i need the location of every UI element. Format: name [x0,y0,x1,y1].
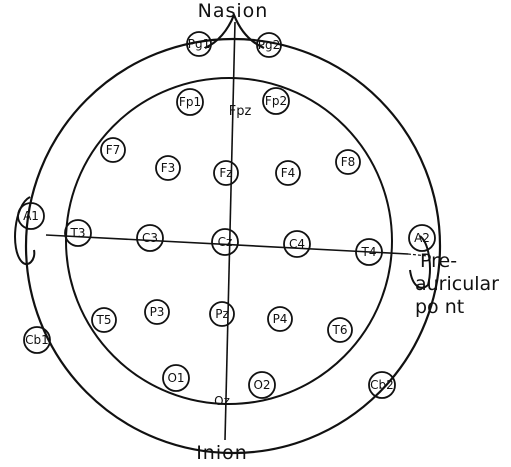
oz-label: Oz [214,394,230,408]
left-ear [14,196,36,266]
svg-text:O2: O2 [253,378,270,392]
electrode-c4: C4 [283,230,311,258]
electrode-f7: F7 [100,137,126,163]
svg-text:Fp1: Fp1 [179,95,201,109]
electrode-c3: C3 [136,224,164,252]
electrode-cb1: Cb1 [23,326,51,354]
svg-text:T3: T3 [70,226,86,240]
svg-text:Fp2: Fp2 [265,94,287,108]
electrode-cb2: Cb2 [368,371,396,399]
nasion-label: Nasion [198,0,269,22]
electrode-t3: T3 [64,219,92,247]
svg-text:F4: F4 [281,166,296,180]
svg-text:Cb1: Cb1 [25,333,49,347]
svg-text:Pg2: Pg2 [258,38,281,52]
electrode-fp2: Fp2 [262,87,290,115]
inion-label: Inion [196,442,248,464]
electrode-pg2: Pg2 [256,32,282,58]
right-ear [409,235,431,289]
coronal-line [45,234,409,255]
svg-text:C4: C4 [289,237,305,251]
svg-text:P3: P3 [150,305,165,319]
svg-text:T5: T5 [96,313,112,327]
electrode-o2: O2 [248,371,276,399]
electrode-f3: F3 [155,155,181,181]
svg-text:C3: C3 [142,231,158,245]
electrode-f4: F4 [275,160,301,186]
head-outline [24,37,442,455]
electrode-t5: T5 [91,307,117,333]
electrode-t6: T6 [327,317,353,343]
svg-text:F7: F7 [106,143,121,157]
svg-text:A2: A2 [414,231,430,245]
electrode-a1: A1 [17,202,45,230]
preauricular-label-line1: Pre- [420,250,457,272]
electrode-f8: F8 [335,149,361,175]
electrode-cz: Cz [211,228,239,256]
electrode-pz: Pz [209,301,235,327]
preauricular-label-line2: auricular [415,273,499,295]
electrode-p3: P3 [144,299,170,325]
nose-outline [204,12,265,50]
preauricular-label-line3: po nt [415,296,464,318]
electrode-o1: O1 [162,364,190,392]
right-coronal-extension [407,253,429,257]
svg-text:A1: A1 [23,209,39,223]
fpz-label: Fpz [229,104,252,119]
sagittal-line [224,21,236,441]
svg-text:T4: T4 [361,245,377,259]
electrode-pg1: Pg1 [186,31,212,57]
electrode-fp1: Fp1 [176,88,204,116]
svg-text:Pg1: Pg1 [188,37,211,51]
svg-text:P4: P4 [273,312,288,326]
electrode-p4: P4 [267,306,293,332]
inner-electrode-ring [65,77,393,405]
svg-text:F3: F3 [161,161,176,175]
svg-text:O1: O1 [167,371,184,385]
svg-text:T6: T6 [332,323,348,337]
svg-text:Cb2: Cb2 [370,378,394,392]
svg-text:Pz: Pz [215,307,229,321]
electrode-t4: T4 [355,238,383,266]
svg-text:Cz: Cz [218,235,233,249]
electrode-a2: A2 [408,224,436,252]
svg-text:Fz: Fz [219,166,232,180]
electrode-fz: Fz [213,160,239,186]
svg-text:F8: F8 [341,155,356,169]
